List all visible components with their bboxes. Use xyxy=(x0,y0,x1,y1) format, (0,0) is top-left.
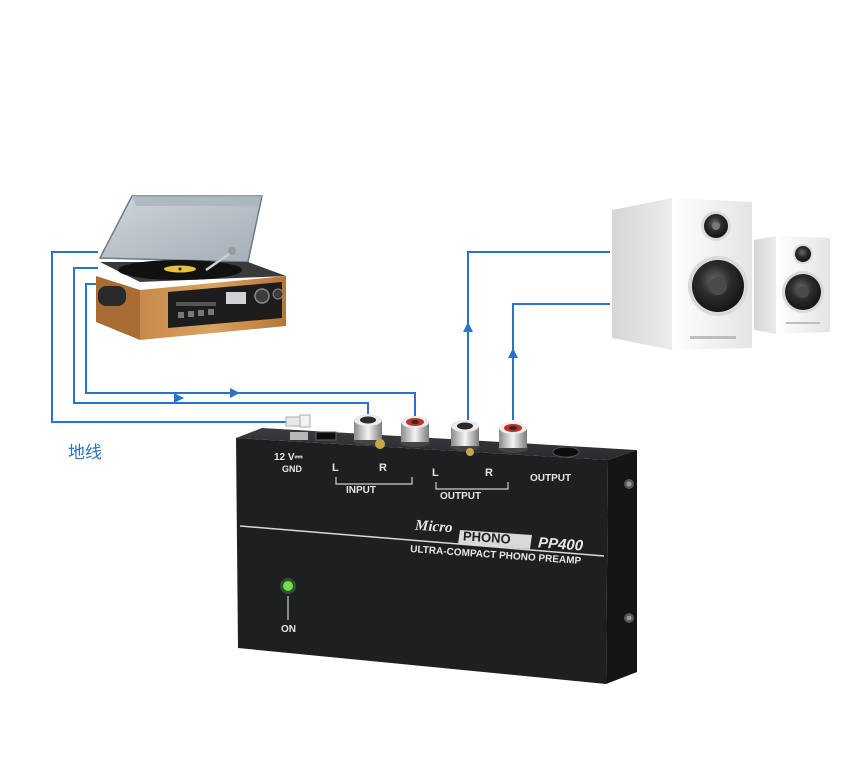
power-label: 12 V⎓ xyxy=(274,452,303,463)
arrow-icon xyxy=(463,322,473,332)
brand-phono: PHONO xyxy=(462,528,512,547)
gnd-label: GND xyxy=(282,464,302,474)
model-number: PP400 xyxy=(537,534,584,555)
ground-label: 地线 xyxy=(68,443,102,463)
arrow-icon xyxy=(230,388,240,398)
output-wire-right xyxy=(512,303,610,420)
ground-terminal-icon xyxy=(285,414,311,428)
input-jack-right xyxy=(400,416,430,447)
input-right-label: R xyxy=(379,462,387,474)
power-on-label: ON xyxy=(281,624,296,635)
brand-micro: Micro xyxy=(414,517,454,537)
arrow-icon xyxy=(508,348,518,358)
input-wire-right xyxy=(85,283,416,420)
input-left-label: L xyxy=(332,462,339,474)
input-wire-left xyxy=(73,267,369,420)
output-wire-left xyxy=(467,251,610,420)
ground-wire xyxy=(51,251,298,423)
output-right-label: R xyxy=(485,467,493,479)
speakers-icon xyxy=(612,198,830,350)
output-label: OUTPUT xyxy=(440,491,482,502)
output-jack-right xyxy=(498,422,528,453)
input-label: INPUT xyxy=(346,485,376,496)
output2-label: OUTPUT xyxy=(530,473,572,484)
turntable-icon xyxy=(96,195,286,340)
output-jack-left xyxy=(450,420,480,451)
preamp-device xyxy=(236,414,637,684)
output-left-label: L xyxy=(432,467,439,479)
arrow-icon xyxy=(174,393,184,403)
